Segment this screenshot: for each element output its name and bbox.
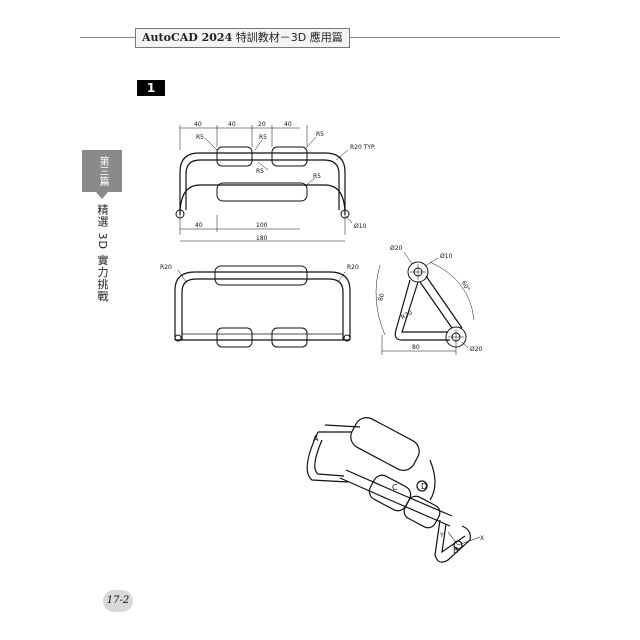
dim-r5-c: R5: [316, 131, 324, 138]
iso-label-b: B: [453, 546, 459, 555]
side-tab-part: 第三篇: [82, 150, 122, 192]
dim-40a: 40: [194, 121, 202, 128]
exercise-number-badge: 1: [137, 80, 165, 96]
header-banner: AutoCAD 2024 特訓教材－3D 應用篇: [135, 28, 350, 48]
iso-axis-y: Y: [439, 532, 444, 539]
dim-bottom-40: 40: [195, 222, 203, 229]
dim-r5-b: R5: [259, 134, 267, 141]
dim-bottom-180: 180: [256, 235, 268, 242]
header-rule-left: [80, 37, 135, 38]
dim-side-phi20-top: Ø20: [390, 245, 403, 252]
dim-plan-r20-right: R20: [347, 264, 359, 271]
iso-label-c: C: [392, 483, 398, 492]
side-tab-arrow-icon: [96, 192, 108, 199]
dim-r20-typ: R20 TYP.: [350, 144, 376, 151]
side-tab-title: 精選 3D 實力挑戰: [96, 204, 109, 303]
header-rule-right: [308, 37, 560, 38]
iso-axis-x: X: [480, 535, 484, 542]
dim-40c: 40: [284, 121, 292, 128]
page-number: 17-2: [103, 590, 133, 612]
dim-40b: 40: [228, 121, 236, 128]
side-view-drawing: [375, 251, 475, 355]
header-title: 特訓教材－3D 應用篇: [235, 31, 343, 44]
iso-label-a: A: [313, 434, 319, 443]
dim-r5-e: R5: [313, 173, 321, 180]
dim-20: 20: [258, 121, 266, 128]
dim-side-80-horiz: 80: [412, 344, 420, 351]
plan-view-drawing: [174, 265, 351, 348]
dim-r5-a: R5: [196, 134, 204, 141]
dim-plan-r20-left: R20: [160, 264, 172, 271]
header-brand: AutoCAD 2024: [142, 31, 233, 44]
front-view-drawing: [175, 125, 353, 242]
dim-bottom-100: 100: [256, 222, 268, 229]
dim-r5-d: R5: [256, 168, 264, 175]
dim-phi10-front: Ø10: [354, 223, 367, 230]
isometric-view-drawing: [306, 417, 481, 563]
dim-side-phi10: Ø10: [440, 253, 453, 260]
iso-label-d: D: [421, 482, 427, 491]
dim-side-80-vert: 80: [377, 293, 386, 302]
dim-side-phi20-bottom: Ø20: [470, 346, 483, 353]
dim-side-r20: R20: [400, 309, 414, 321]
dim-side-60deg: 60°: [460, 280, 471, 293]
